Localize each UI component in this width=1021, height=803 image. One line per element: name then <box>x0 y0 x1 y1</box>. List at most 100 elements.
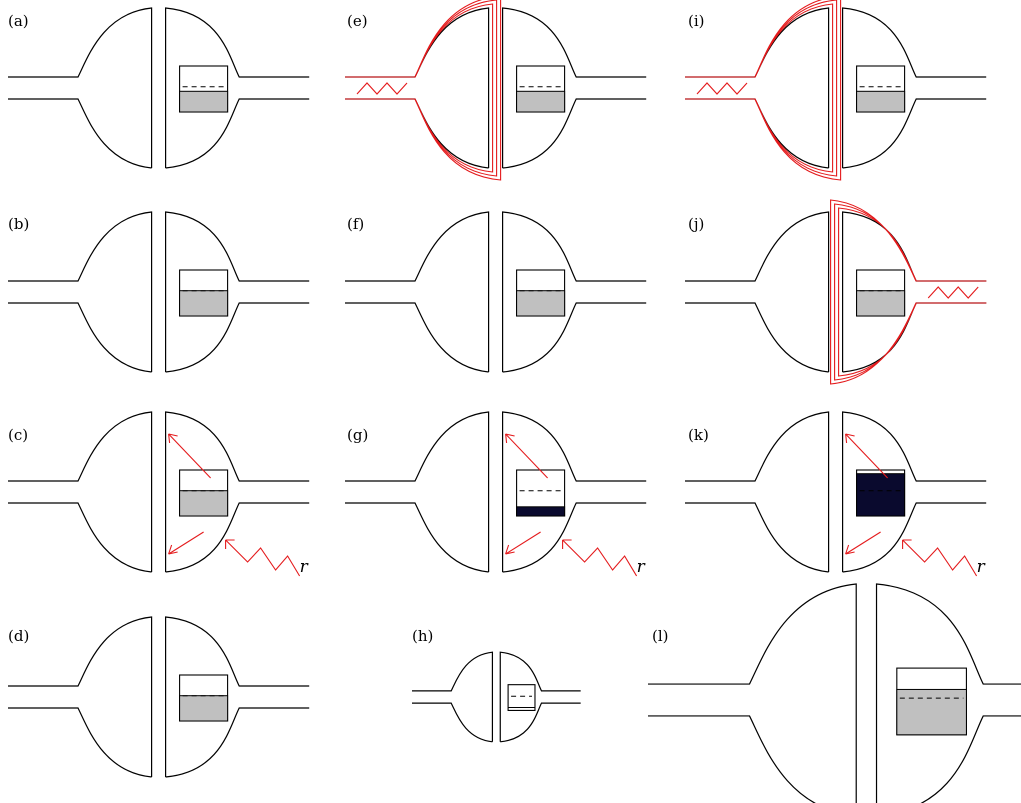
panel-j: (j) <box>685 199 987 385</box>
panel-h: (h) <box>412 627 581 743</box>
right-shell-lower <box>165 707 310 778</box>
left-shell-lower <box>345 502 489 573</box>
spring-label: r <box>637 557 646 577</box>
panel-k: (k) r <box>685 411 987 577</box>
right-shell-upper <box>502 7 647 168</box>
panel-label: (i) <box>688 12 705 30</box>
liquid-fill <box>179 90 229 113</box>
arrow-head <box>168 544 178 555</box>
left-shell-lower <box>685 302 829 373</box>
spring-zigzag <box>696 82 748 95</box>
liquid-fill <box>516 90 566 113</box>
spring-label: r <box>977 557 986 577</box>
right-shell-lower <box>842 98 987 169</box>
right-shell-lower <box>165 98 310 169</box>
right-shell-lower <box>502 502 647 573</box>
left-shell-lower <box>648 715 817 803</box>
arrow-head <box>505 544 515 555</box>
expansion-arrow-up <box>168 433 211 479</box>
expansion-arrow-up <box>505 433 548 479</box>
panel-g: (g) r <box>345 411 647 577</box>
right-shell-upper <box>875 583 1021 803</box>
liquid-fill <box>516 290 566 317</box>
radiation-zigzag <box>902 539 978 577</box>
arrow-head <box>845 544 855 555</box>
right-shell-upper <box>165 211 310 372</box>
container-box <box>507 684 536 711</box>
liquid-fill <box>856 90 906 113</box>
left-shell-lower <box>8 98 152 169</box>
liquid-fill <box>856 290 906 317</box>
heat-shield-line <box>685 0 838 177</box>
liquid-fill <box>179 695 229 722</box>
left-shell-lower <box>412 702 493 743</box>
spring-zigzag <box>356 82 408 95</box>
left-shell-upper <box>345 211 490 372</box>
left-shell-upper <box>345 411 490 572</box>
left-shell-lower <box>8 707 152 778</box>
heat-shield-line <box>685 0 842 181</box>
left-shell-upper <box>685 411 830 572</box>
right-shell-lower <box>500 702 581 743</box>
panel-b: (b) <box>8 211 310 373</box>
panel-label: (b) <box>8 215 29 233</box>
arrow-head <box>505 433 515 444</box>
left-shell-lower <box>685 502 829 573</box>
left-shell-upper <box>8 7 153 168</box>
right-shell-lower <box>842 502 987 573</box>
panel-label: (e) <box>347 12 368 30</box>
arrow-head <box>845 433 855 444</box>
panel-c: (c) r <box>8 411 310 577</box>
right-shell-lower <box>502 302 647 373</box>
right-shell-upper <box>499 651 581 742</box>
heat-shield-line <box>830 199 987 385</box>
right-shell-upper <box>165 616 310 777</box>
spring-zigzag <box>927 286 979 299</box>
left-shell-lower <box>345 302 489 373</box>
expansion-arrow-down <box>168 531 204 555</box>
right-shell-upper <box>502 211 647 372</box>
left-shell-upper <box>345 7 490 168</box>
expansion-arrow-down <box>505 531 541 555</box>
radiation-zigzag <box>225 539 301 577</box>
left-shell-lower <box>8 502 152 573</box>
left-shell-upper <box>648 583 857 803</box>
left-shell-lower <box>8 302 152 373</box>
right-shell-lower <box>165 502 310 573</box>
spring-label: r <box>300 557 309 577</box>
right-shell-upper <box>165 7 310 168</box>
arrow-head <box>562 539 572 549</box>
heat-shield-line <box>345 0 502 181</box>
panel-f: (f) <box>345 211 647 373</box>
expansion-arrow-down <box>845 531 881 555</box>
panel-d: (d) <box>8 616 310 778</box>
left-shell-upper <box>8 211 153 372</box>
right-shell-lower <box>165 302 310 373</box>
right-shell-lower <box>920 715 1021 803</box>
right-shell-lower <box>502 98 647 169</box>
panel-l: (l) <box>648 583 1021 803</box>
panel-label: (h) <box>412 627 433 645</box>
right-shell-upper <box>842 411 987 572</box>
left-shell-upper <box>8 616 153 777</box>
liquid-fill <box>856 473 906 517</box>
liquid-fill <box>179 290 229 317</box>
radiation-zigzag <box>562 539 638 577</box>
liquid-fill <box>179 490 229 517</box>
panel-e: (e) <box>345 0 647 181</box>
right-shell-upper <box>165 411 310 572</box>
panel-label: (g) <box>347 426 368 444</box>
panel-label: (j) <box>688 215 704 233</box>
panel-label: (a) <box>8 12 29 30</box>
left-shell-lower <box>685 98 829 169</box>
right-shell-upper <box>502 411 647 572</box>
left-shell-upper <box>412 651 494 742</box>
arrow-head <box>168 433 178 444</box>
left-shell-upper <box>685 7 830 168</box>
liquid-fill <box>896 688 967 736</box>
panel-label: (k) <box>688 426 709 444</box>
left-shell-upper <box>8 411 153 572</box>
heat-shield-line <box>345 0 498 177</box>
panel-label: (c) <box>8 426 28 444</box>
